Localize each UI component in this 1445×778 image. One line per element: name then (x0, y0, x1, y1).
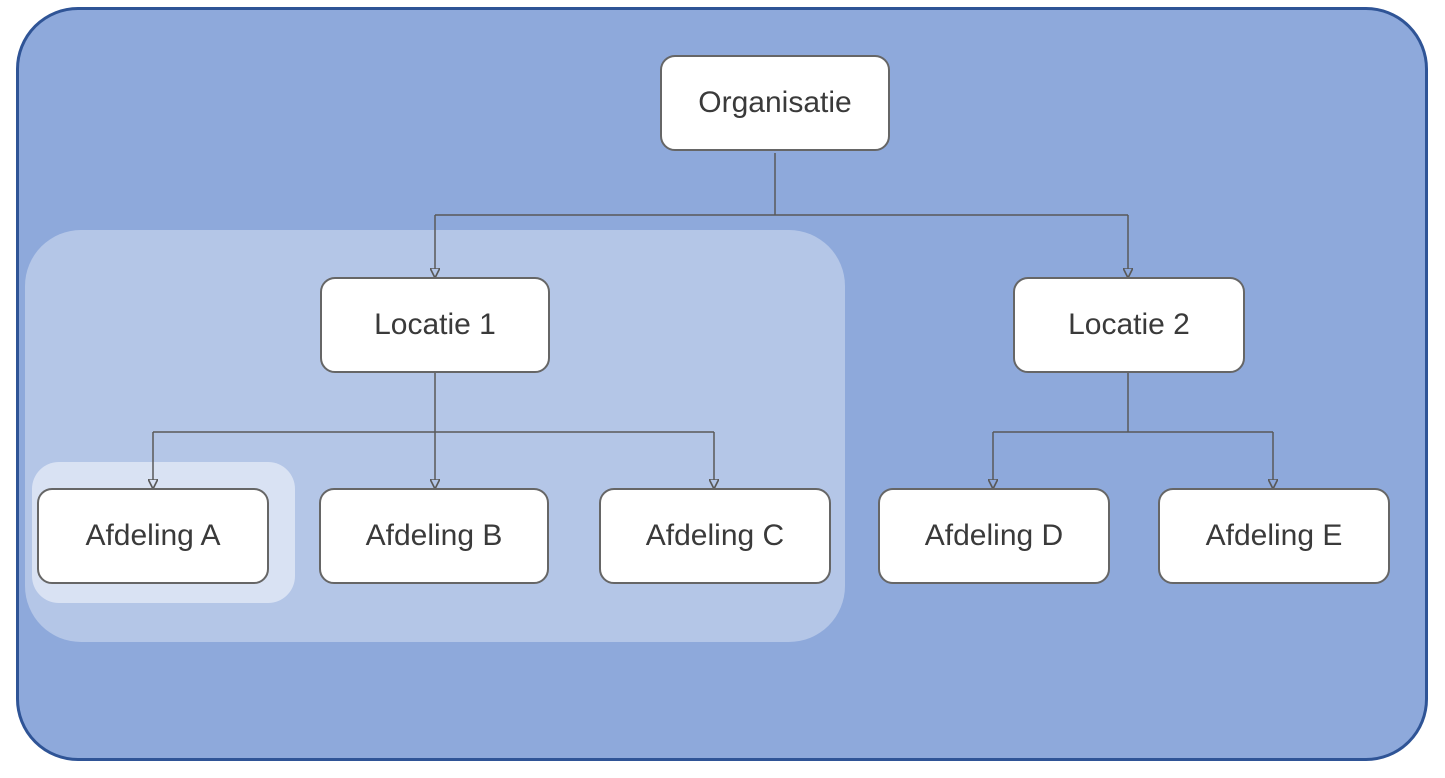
node-locatie-2[interactable]: Locatie 2 (1013, 277, 1245, 373)
node-afdeling-d-label: Afdeling D (924, 519, 1064, 552)
node-afdeling-c[interactable]: Afdeling C (599, 488, 831, 584)
node-organisatie-label: Organisatie (698, 86, 852, 119)
node-afdeling-d[interactable]: Afdeling D (878, 488, 1110, 584)
node-locatie-1[interactable]: Locatie 1 (320, 277, 550, 373)
node-locatie-2-label: Locatie 2 (1068, 308, 1190, 341)
node-afdeling-a[interactable]: Afdeling A (37, 488, 269, 584)
node-afdeling-c-label: Afdeling C (645, 519, 785, 552)
node-afdeling-e[interactable]: Afdeling E (1158, 488, 1390, 584)
node-afdeling-b[interactable]: Afdeling B (319, 488, 549, 584)
node-afdeling-e-label: Afdeling E (1205, 519, 1343, 552)
node-afdeling-b-label: Afdeling B (365, 519, 503, 552)
node-organisatie[interactable]: Organisatie (660, 55, 890, 151)
node-afdeling-a-label: Afdeling A (85, 519, 221, 552)
node-locatie-1-label: Locatie 1 (374, 308, 496, 341)
